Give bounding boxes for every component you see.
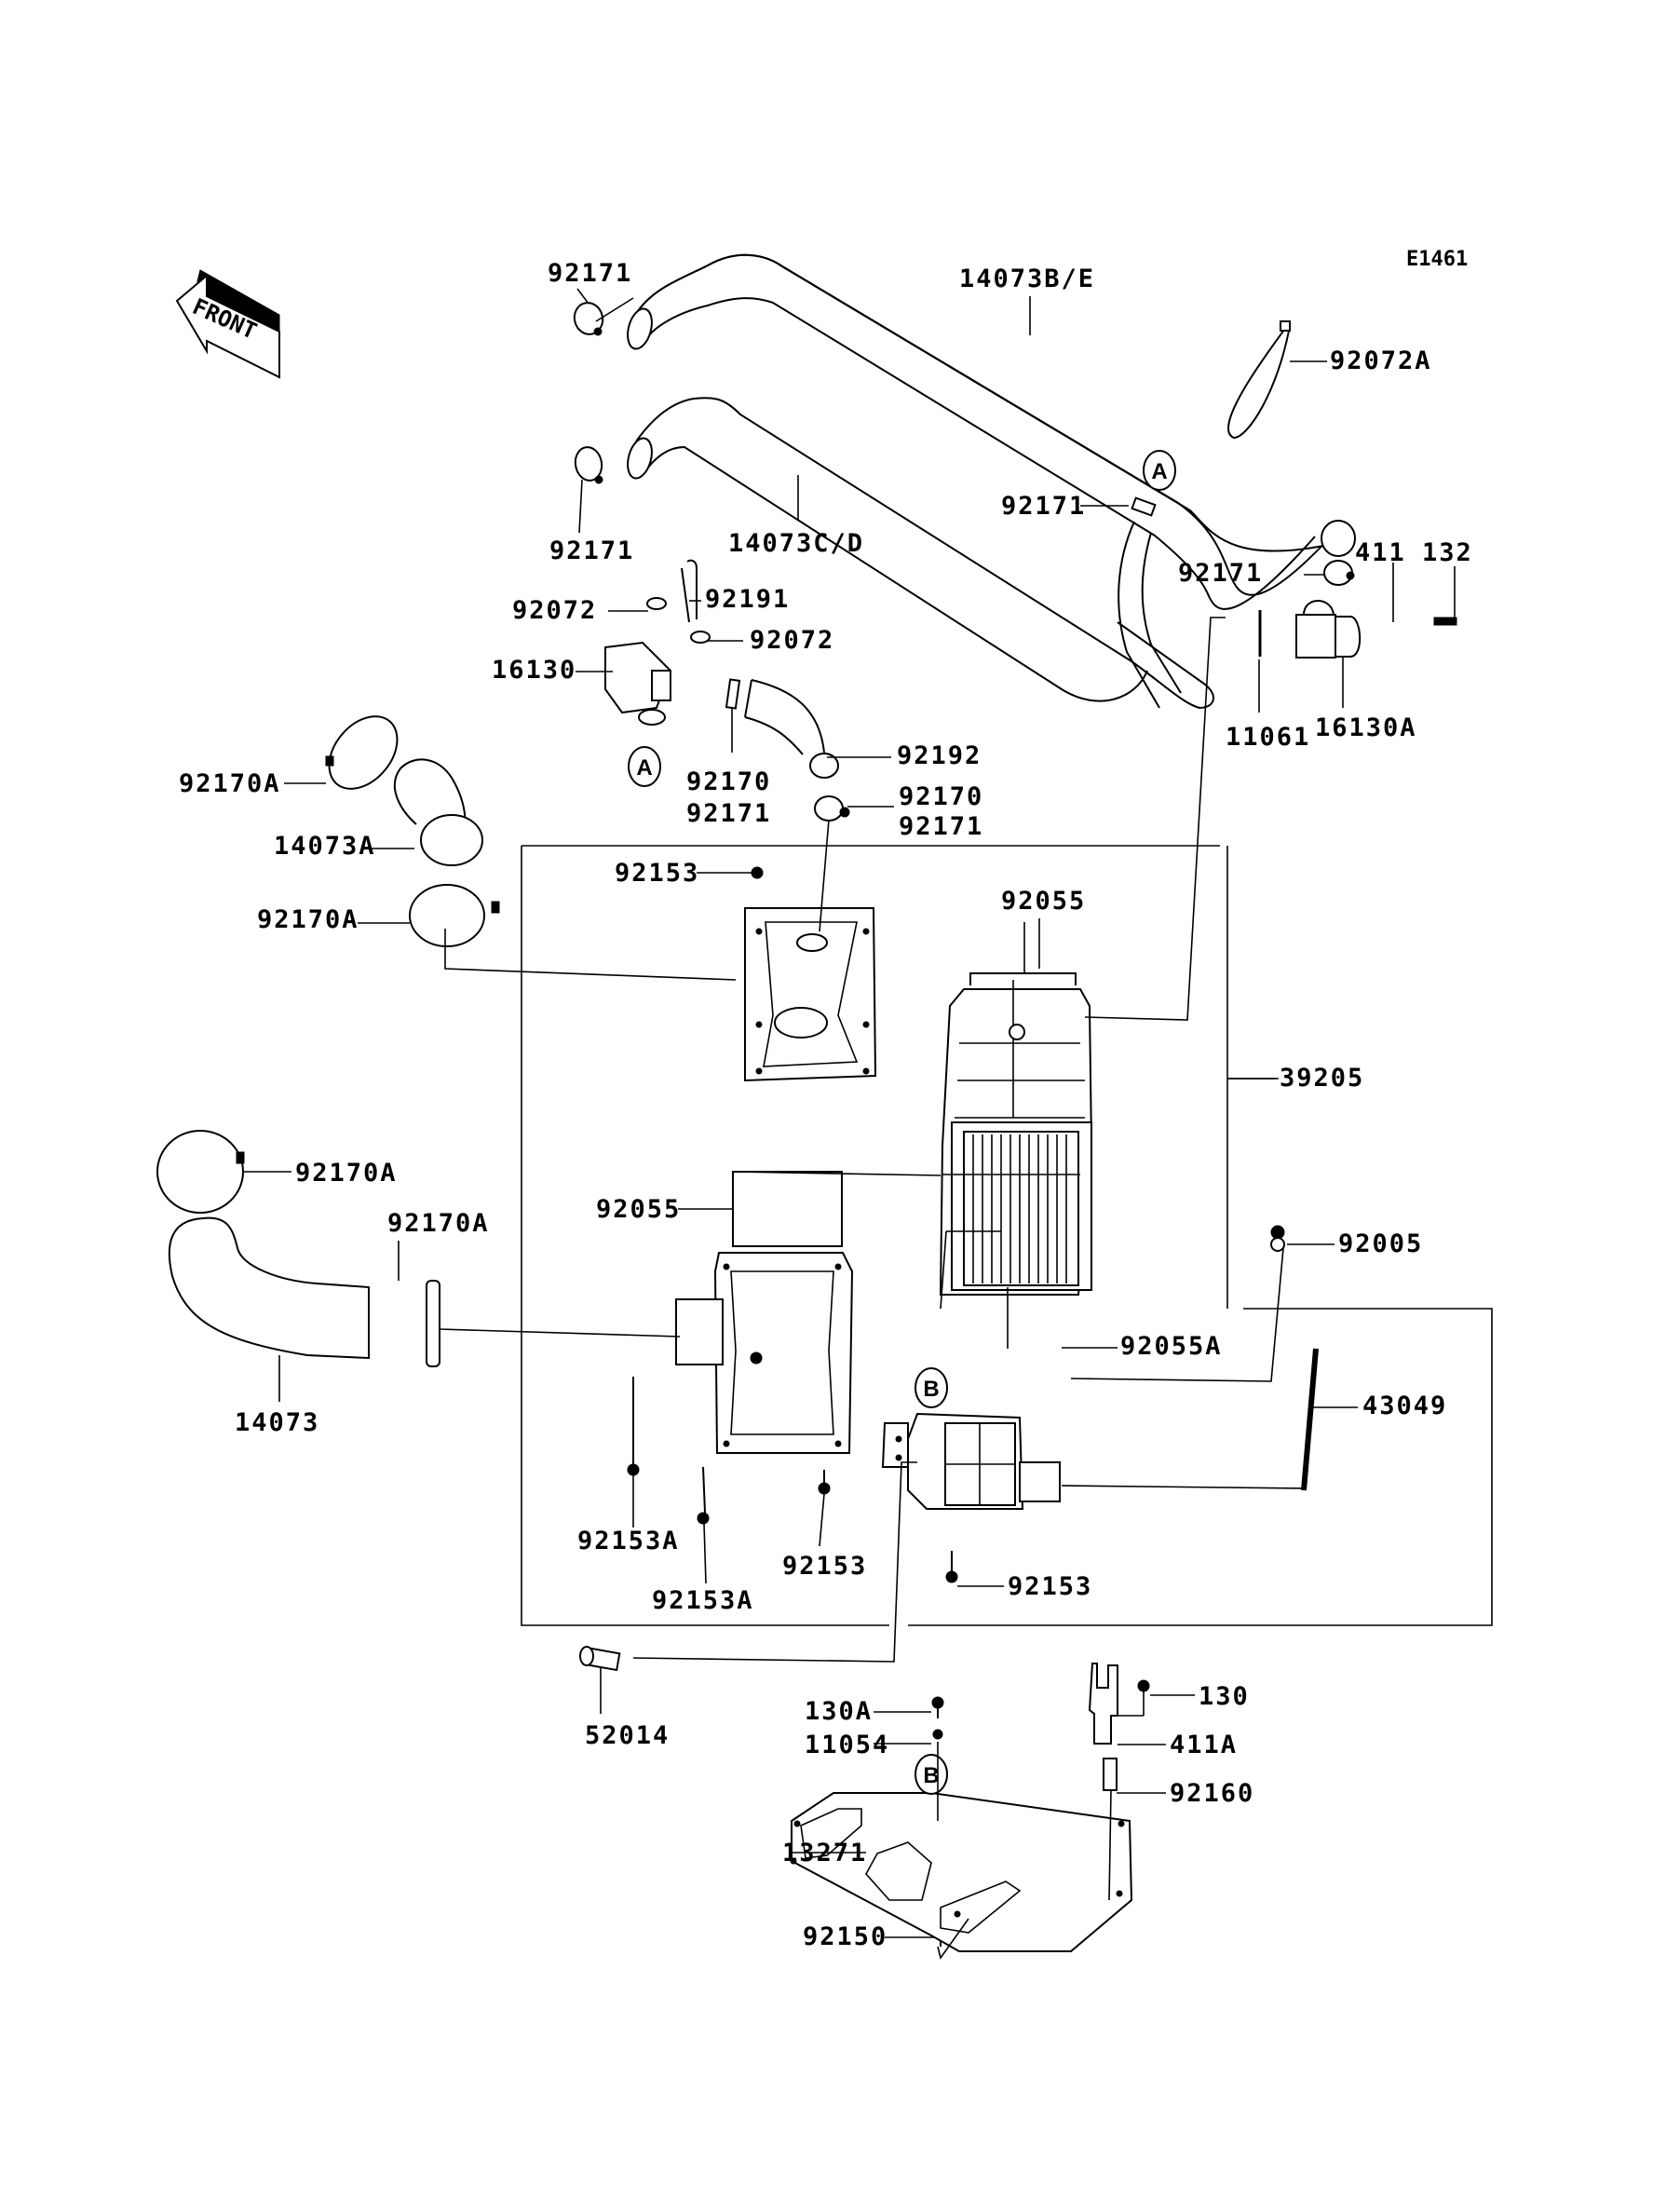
part-callout-92055[interactable]: 92055 [596,1195,681,1224]
part-callout-92171[interactable]: 92171 [548,259,632,288]
leader-lines [439,617,1493,1960]
part-callout-11061[interactable]: 11061 [1226,723,1310,752]
outlet-plenum [675,1252,854,1454]
svg-text:B: B [923,1377,939,1402]
reference-marker-b: B [915,1367,948,1408]
part-callout-92191[interactable]: 92191 [705,585,790,614]
clamp-92171-top [573,297,634,336]
intercooler-fins [972,1134,1067,1283]
part-callout-14073[interactable]: 14073 [235,1408,319,1437]
part-callout-52014[interactable]: 52014 [585,1721,670,1750]
part-callout-130[interactable]: 130 [1199,1682,1250,1711]
part-callout-16130a[interactable]: 16130A [1315,713,1417,742]
part-callout-132[interactable]: 132 [1422,538,1473,567]
part-callout-11054[interactable]: 11054 [805,1731,889,1759]
intercooler-core [939,972,1093,1296]
reference-marker-a: A [1143,450,1176,491]
part-callout-92153[interactable]: 92153 [1008,1572,1092,1601]
sensor-52014 [579,1646,621,1672]
svg-text:A: A [636,755,652,781]
part-callout-92153a[interactable]: 92153A [652,1586,754,1615]
part-callout-92170a[interactable]: 92170A [295,1159,398,1188]
clamp-92171-a [1131,496,1157,517]
part-callout-14073b-e[interactable]: 14073B/E [959,265,1095,293]
plate-13271 [790,1792,1133,1952]
callout-leader [703,1523,707,1584]
part-callout-14073a[interactable]: 14073A [274,832,376,861]
part-callout-411[interactable]: 411 [1355,538,1406,567]
valve-16130 [604,559,741,726]
part-callout-43049[interactable]: 43049 [1362,1392,1447,1420]
part-callout-92170[interactable]: 92170 [899,782,983,811]
clamp-92171-mid [574,446,603,484]
part-callout-39205[interactable]: 39205 [1280,1064,1364,1093]
part-callout-13271[interactable]: 13271 [782,1839,867,1867]
part-callout-92072[interactable]: 92072 [750,626,834,655]
hose-14073B-E [627,253,1356,610]
part-callout-92005[interactable]: 92005 [1338,1229,1423,1258]
part-callout-92055[interactable]: 92055 [1001,887,1086,916]
part-callout-92171[interactable]: 92171 [1001,492,1086,521]
clamp-92171-right [1323,560,1355,586]
diagram-code: E1461 [1406,248,1468,271]
lower-housing [881,1412,1061,1510]
rod-43049 [1301,1348,1319,1491]
part-callout-92072[interactable]: 92072 [512,596,597,625]
part-callout-92170a[interactable]: 92170A [179,769,281,798]
part-callout-92150[interactable]: 92150 [803,1922,887,1951]
part-callout-92170a[interactable]: 92170A [257,905,359,934]
part-callout-92170[interactable]: 92170 [686,767,771,796]
part-callout-130a[interactable]: 130A [805,1697,873,1726]
part-callout-92072a[interactable]: 92072A [1330,346,1432,375]
svg-text:B: B [923,1763,939,1788]
callout-leader [819,1493,825,1547]
hose-14073C-D [627,397,1214,710]
hose-92192 [744,679,850,822]
part-callout-92153a[interactable]: 92153A [577,1527,680,1555]
bracket-11054 [1088,1663,1118,1791]
part-callout-411a[interactable]: 411A [1170,1731,1238,1759]
part-callout-92160[interactable]: 92160 [1170,1779,1254,1808]
part-callout-92153[interactable]: 92153 [615,859,699,888]
part-callout-92170a[interactable]: 92170A [387,1209,490,1238]
gasket-92055-left [732,1171,843,1247]
inlet-plenum [744,907,877,1082]
part-callout-92055a[interactable]: 92055A [1120,1332,1223,1361]
part-callout-14073c-d[interactable]: 14073C/D [728,529,864,558]
hose-14073 [156,1130,440,1367]
clamp-92072A [1227,320,1291,440]
valve-16130A [1258,600,1457,659]
hose-92191-small [1118,521,1182,709]
part-callout-16130[interactable]: 16130 [492,656,576,685]
fitting-92005 [1270,1225,1285,1252]
callout-leader [576,288,589,305]
part-callout-92153[interactable]: 92153 [782,1552,867,1581]
part-callout-92171[interactable]: 92171 [549,536,634,565]
part-callout-92171[interactable]: 92171 [899,812,983,841]
part-callout-92171[interactable]: 92171 [686,799,771,828]
reference-marker-a: A [628,746,661,787]
elbow-14073A [325,715,500,947]
part-callout-92171[interactable]: 92171 [1178,559,1263,588]
front-direction-arrow-icon: FRONT [175,269,280,379]
callout-leader [578,479,583,534]
reference-marker-b: B [915,1754,948,1795]
svg-text:A: A [1151,459,1167,484]
part-callout-92192[interactable]: 92192 [897,741,982,770]
